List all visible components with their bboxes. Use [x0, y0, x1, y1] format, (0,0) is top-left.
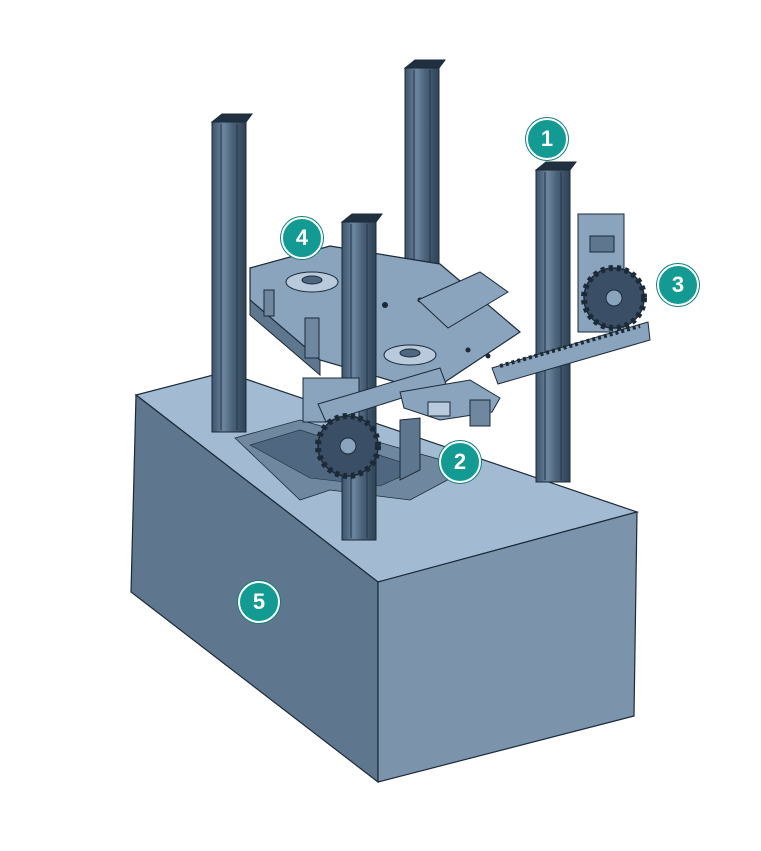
extrusion-front	[340, 213, 383, 541]
callout-3: 3	[657, 264, 699, 306]
gear-rack-left	[302, 367, 447, 479]
callout-1: 1	[526, 118, 568, 160]
callout-4: 4	[281, 217, 323, 259]
callout-3-label: 3	[671, 272, 685, 297]
gripper-mechanism	[399, 379, 501, 481]
callout-5: 5	[238, 581, 280, 623]
gear-rack-drive	[491, 213, 651, 385]
callout-4-label: 4	[295, 225, 309, 250]
callout-2-label: 2	[453, 449, 467, 474]
aluminum-extrusion	[534, 161, 577, 483]
callout-1-label: 1	[540, 126, 554, 151]
callout-5-label: 5	[252, 589, 266, 614]
extrusion-left	[210, 113, 253, 433]
base-block-right-face	[377, 511, 638, 783]
top-mounting-plate	[249, 245, 521, 393]
callout-2: 2	[439, 441, 481, 483]
